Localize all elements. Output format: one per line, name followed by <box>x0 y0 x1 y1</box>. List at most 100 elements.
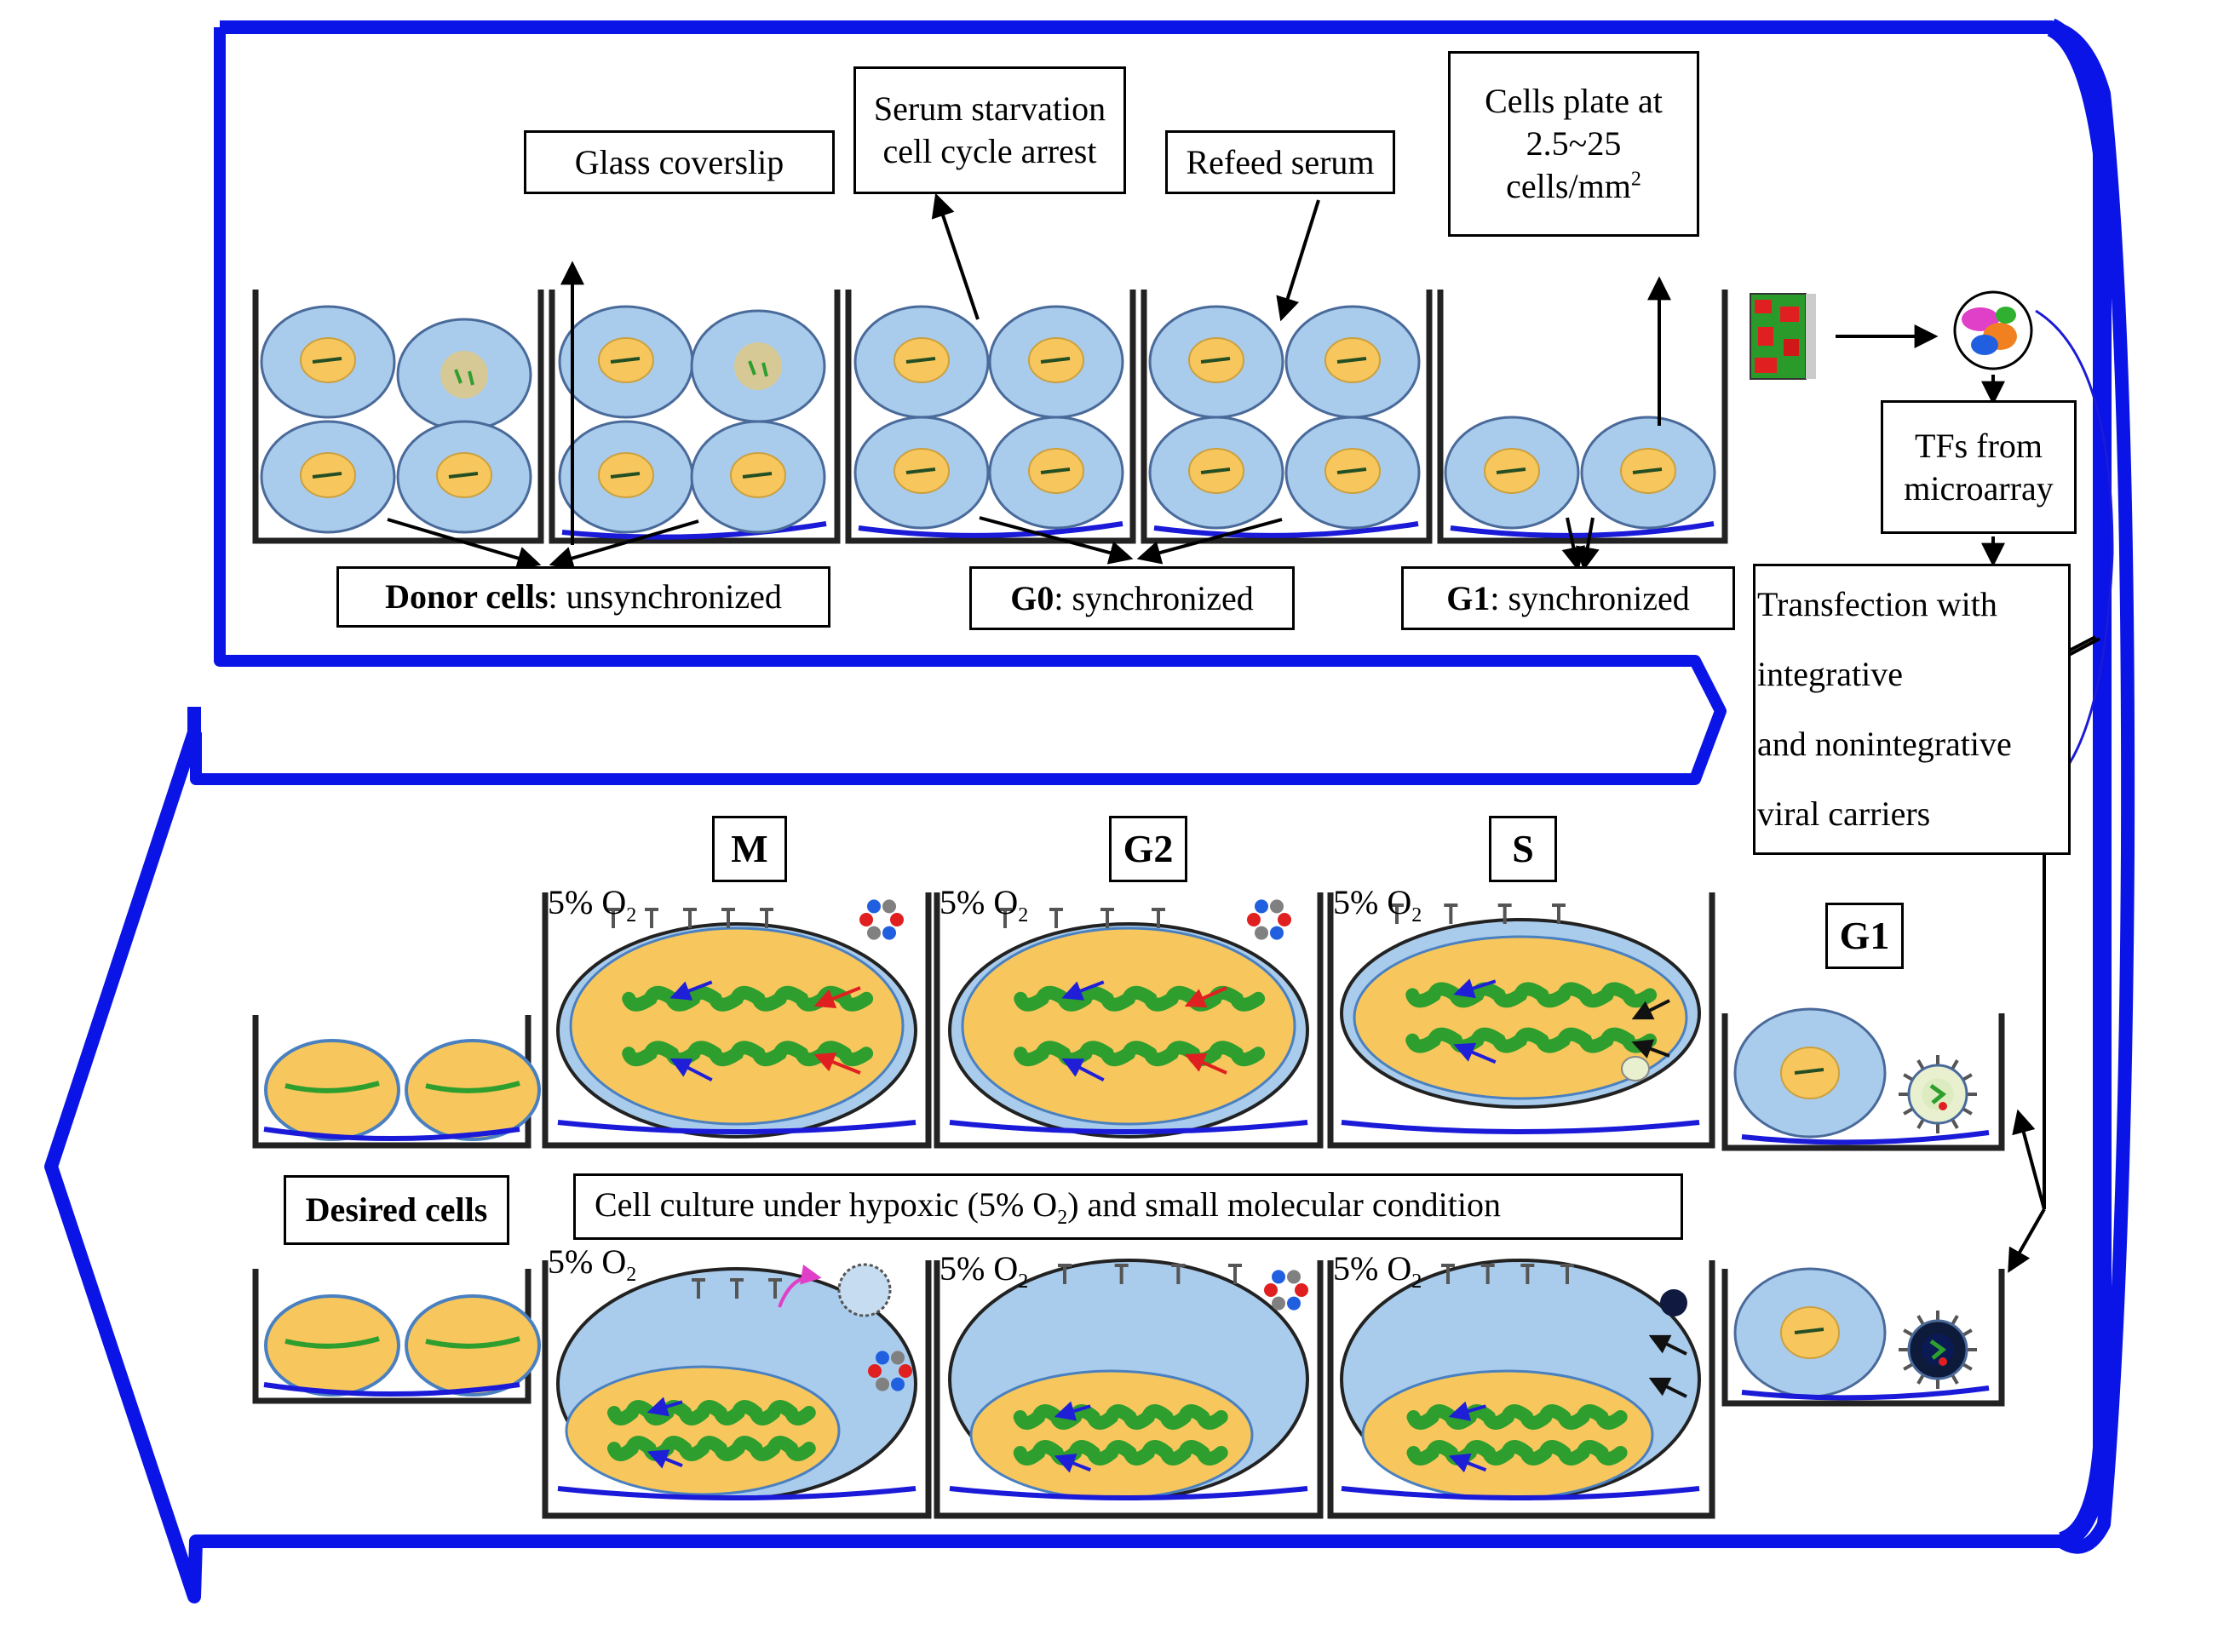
g2-phase-cell-top <box>948 922 1309 1139</box>
dark-vesicle <box>1660 1289 1687 1316</box>
g1-rest: : synchronized <box>1490 578 1690 617</box>
coverslip <box>557 1486 917 1500</box>
transfection-line2: integrative <box>1757 655 1904 693</box>
molecule-atom <box>882 926 896 940</box>
donor-bold: Donor cells <box>385 577 549 616</box>
chromatin-strand <box>1405 1027 1658 1053</box>
chromatin-line <box>312 357 342 364</box>
tfs-line1: TFs from <box>1915 426 2043 465</box>
molecule-atom <box>1295 1283 1308 1297</box>
nucleus <box>1780 1047 1840 1099</box>
chromatin-line <box>448 472 479 479</box>
chromosome <box>761 362 768 377</box>
dish-2 <box>549 290 841 544</box>
red-arrow <box>1184 1053 1227 1075</box>
blue-arrow <box>669 980 713 1001</box>
oxygen-label-s-bottom: 5% O2 <box>1333 1252 1422 1293</box>
oxygen-sub: 2 <box>626 1264 637 1286</box>
molecule-atom <box>891 1351 905 1365</box>
donor-cell <box>1580 416 1716 530</box>
chromatin-strand <box>1013 1440 1228 1466</box>
spike <box>1962 1328 1973 1337</box>
oxygen-sub: 2 <box>1411 1271 1422 1293</box>
phase-s-label: S <box>1489 816 1557 882</box>
chromatin-line <box>905 357 936 364</box>
coverslip <box>1341 1120 1700 1134</box>
donor-cell <box>558 420 694 534</box>
small-molecule-icon <box>1264 1270 1308 1311</box>
transcription-factor-cluster-icon <box>1953 290 2033 370</box>
spike <box>1962 1073 1973 1081</box>
spike <box>1916 1374 1925 1385</box>
donor-cell <box>988 305 1124 419</box>
chromatin-line <box>742 472 773 479</box>
blue-process-frame <box>44 18 2135 1603</box>
spike <box>1951 1315 1959 1326</box>
spike <box>1951 1118 1959 1129</box>
viral-particle <box>1899 1311 1977 1389</box>
oxygen-label-m-top: 5% O2 <box>548 886 636 926</box>
oxygen-prefix: 5% O <box>939 883 1019 921</box>
oxygen-sub: 2 <box>1411 904 1422 926</box>
molecule-atom <box>1270 899 1284 914</box>
refeed-serum-label: Refeed serum <box>1165 130 1395 194</box>
spike <box>1962 1107 1973 1116</box>
chromatin-line <box>1632 467 1663 474</box>
chromatin-line <box>1496 467 1526 474</box>
spike <box>1916 1315 1925 1326</box>
donor-cell <box>690 420 826 534</box>
black-arrow <box>1631 999 1670 1020</box>
genome <box>1929 1339 1947 1360</box>
culture-condition-label: Cell culture under hypoxic (5% O2) and s… <box>573 1173 1683 1240</box>
red-arrow <box>813 1052 861 1075</box>
phase-g2-text: G2 <box>1123 827 1174 871</box>
red-arrow <box>1184 986 1227 1008</box>
chromatin-strand <box>425 1336 520 1349</box>
black-arrow <box>1648 1334 1687 1356</box>
spike <box>1903 1073 1914 1081</box>
s2-phase-cell-bottom <box>1340 1259 1701 1500</box>
oxygen-label-m-bottom: 5% O2 <box>548 1245 637 1286</box>
serum-starvation-label: Serum starvation cell cycle arrest <box>853 66 1126 194</box>
donor-cell <box>1284 305 1421 419</box>
blue-arrow <box>646 1449 683 1469</box>
molecule-atom <box>876 1377 889 1391</box>
phase-g1-label: G1 <box>1825 903 1904 969</box>
chromatin-strand <box>1014 985 1266 1012</box>
donor-cell <box>1148 416 1284 530</box>
chromatin-strand <box>284 1081 380 1093</box>
chromatin-line <box>610 472 641 479</box>
core <box>1922 1078 1954 1110</box>
coverslip <box>1341 1486 1700 1500</box>
cells-plate-line1: Cells plate at <box>1485 82 1663 120</box>
coverslip <box>949 1120 1308 1134</box>
blue-arrow <box>646 1397 683 1417</box>
molecule-atom <box>1255 926 1268 940</box>
spike <box>1916 1118 1925 1129</box>
mitotic-nucleus <box>440 351 488 399</box>
oxygen-prefix: 5% O <box>1333 883 1412 921</box>
coverslips-top <box>561 521 1715 540</box>
spike <box>1903 1107 1914 1116</box>
spike <box>1962 1362 1973 1371</box>
molecule-atom <box>1264 1283 1278 1297</box>
spike <box>1903 1362 1914 1371</box>
coverslip <box>1741 1385 1990 1401</box>
blue-arrow <box>1061 1058 1105 1082</box>
red-arrow <box>813 986 861 1009</box>
nucleus <box>569 926 905 1126</box>
blue-arrow <box>1448 1453 1487 1473</box>
chromatin-strand <box>1014 1041 1266 1067</box>
chromatin-strand <box>1406 1440 1628 1466</box>
transfection-line3: and nonintegrative <box>1757 725 2012 763</box>
donor-rest: : unsynchronized <box>548 577 782 616</box>
donor-cells-text: Donor cells: unsynchronized <box>385 576 782 618</box>
donor-cell <box>1284 416 1421 530</box>
coverslip <box>1741 1130 1990 1145</box>
black-arrow <box>1631 1039 1670 1058</box>
top-arrows <box>387 192 2096 1273</box>
cells-plate-sup: 2 <box>1630 168 1641 191</box>
phase-m-text: M <box>731 827 768 871</box>
cells-plate-line2: 2.5~25 <box>1526 124 1622 163</box>
nucleus <box>961 926 1296 1126</box>
